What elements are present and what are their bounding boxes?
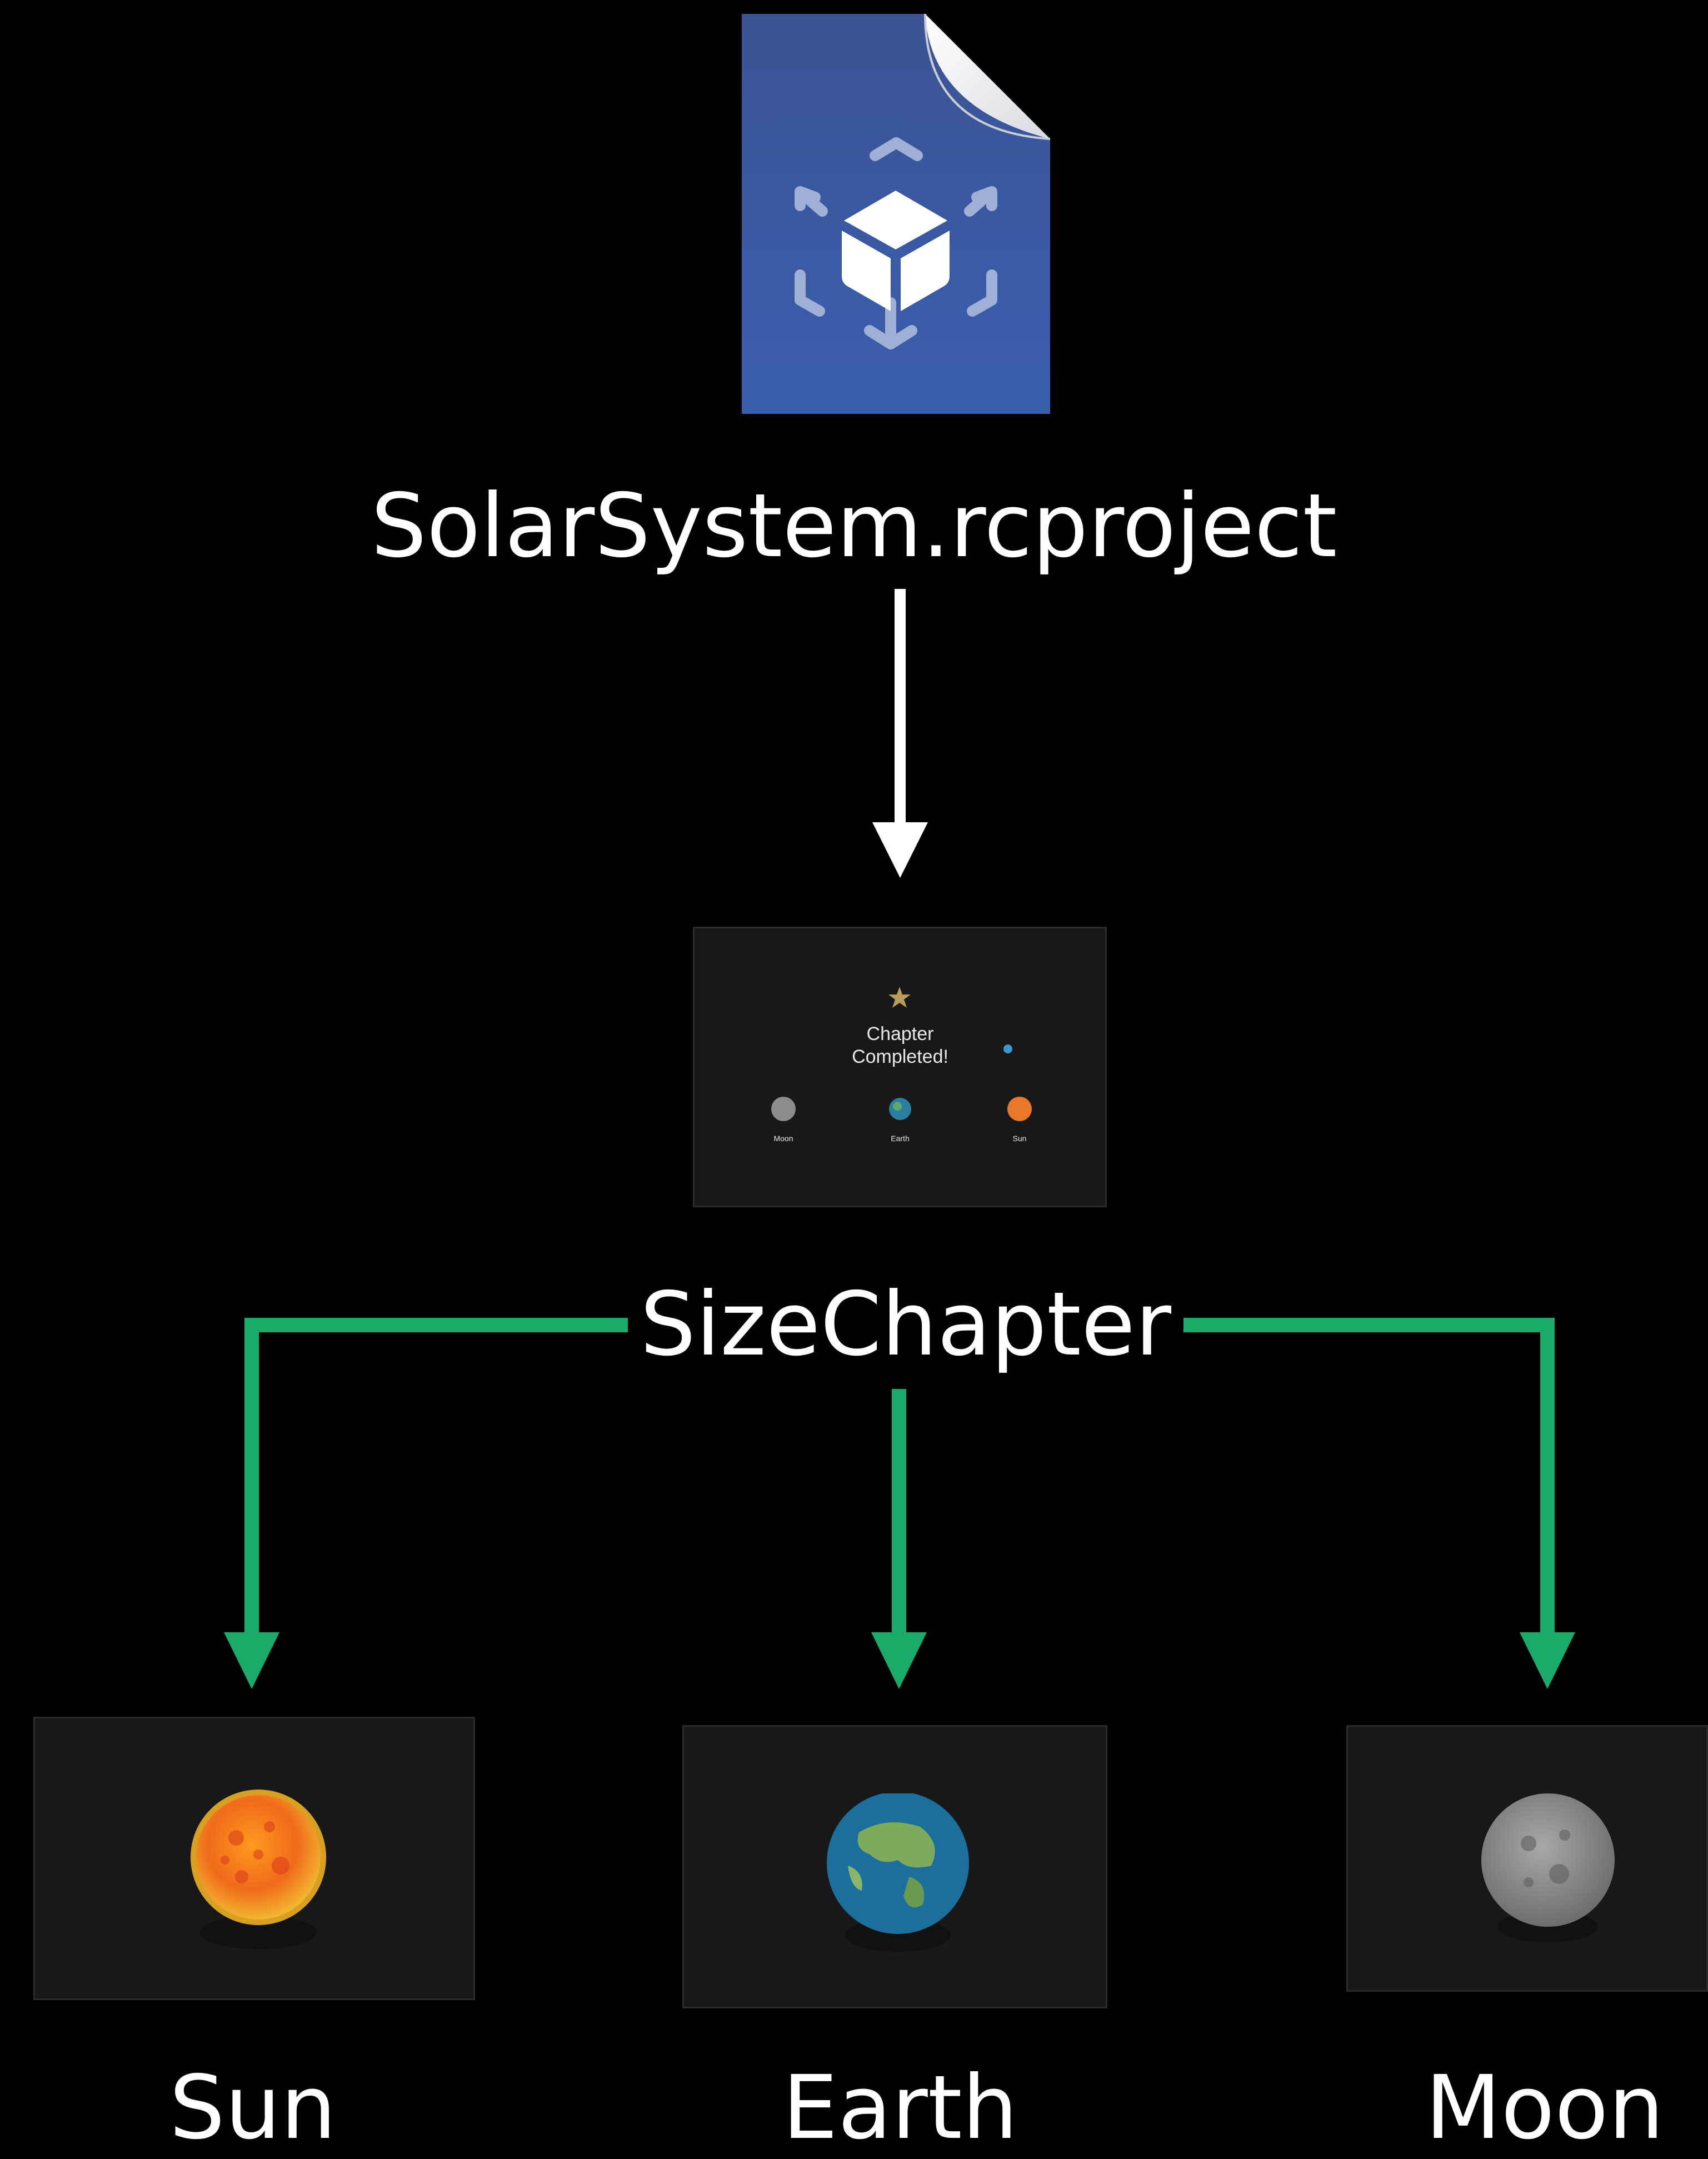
entity-label-sun: Sun: [169, 2057, 337, 2159]
sun-image: [191, 1790, 326, 1949]
earth-image: [827, 1793, 969, 1952]
file-icon: [742, 14, 1050, 414]
thumb-item-moon: Moon: [773, 1134, 793, 1143]
scene-thumbnail[interactable]: Chapter Completed! Moon Earth Sun: [693, 927, 1107, 1207]
branch-arrows: [224, 1318, 1575, 1689]
thumb-item-earth: Earth: [891, 1134, 910, 1143]
moon-thumb-icon: [771, 1097, 796, 1121]
sun-entity-panel[interactable]: [33, 1717, 475, 2000]
moon-image: [1481, 1793, 1615, 1942]
small-earth-icon: [1003, 1044, 1012, 1053]
thumb-item-sun: Sun: [1012, 1134, 1027, 1143]
thumbnail-title: Chapter Completed!: [852, 1023, 948, 1067]
entity-label-earth: Earth: [782, 2057, 1018, 2159]
moon-entity-panel[interactable]: [1346, 1725, 1708, 1992]
entity-label-moon: Moon: [1425, 2057, 1664, 2159]
scene-name: SizeChapter: [628, 1281, 1183, 1368]
down-arrow-primary: [872, 589, 928, 878]
earth-entity-panel[interactable]: [682, 1725, 1107, 2008]
earth-thumb-icon: [889, 1098, 911, 1120]
sun-thumb-icon: [1007, 1097, 1032, 1121]
star-icon: [888, 987, 911, 1008]
project-file-name: SolarSystem.rcproject: [371, 475, 1337, 577]
